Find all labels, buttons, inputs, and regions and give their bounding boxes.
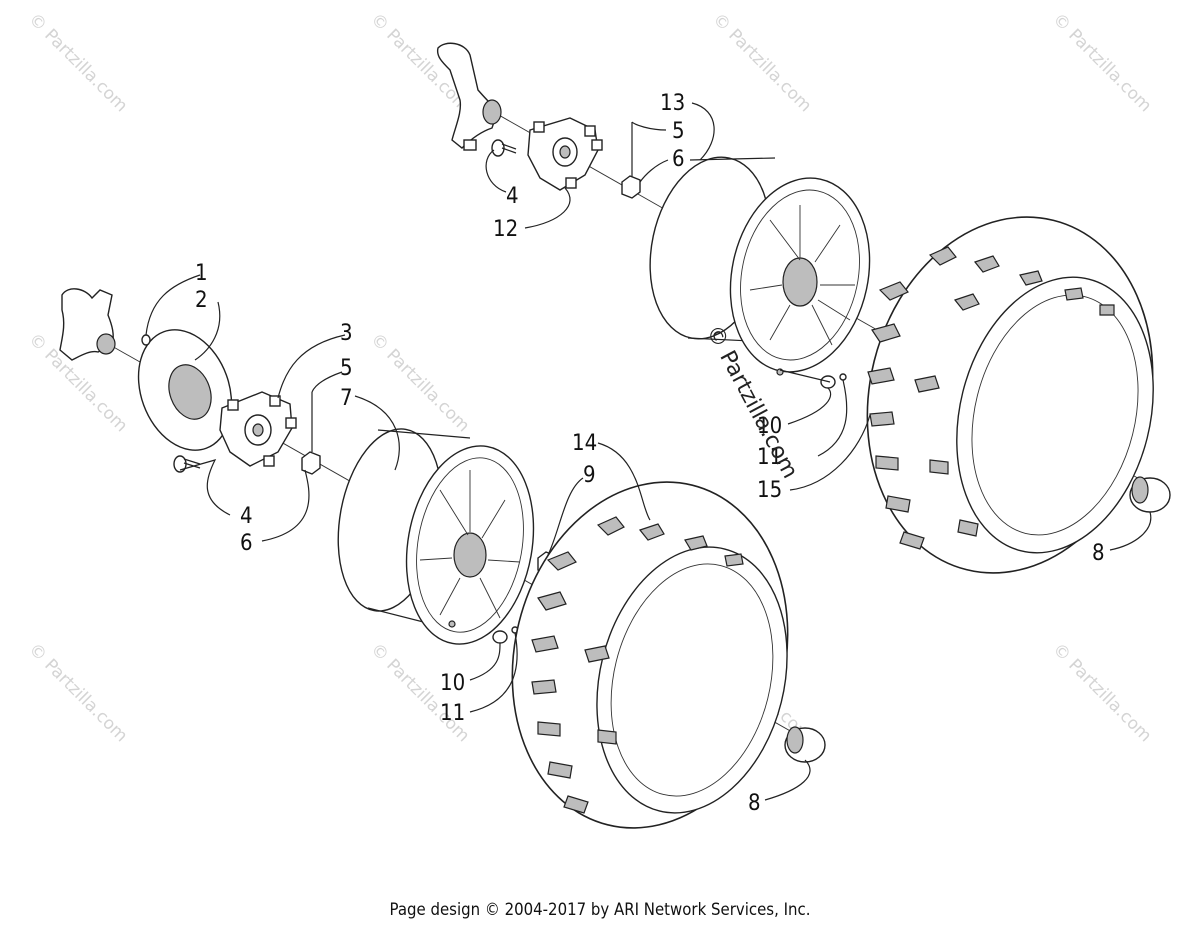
callout-5: 5: [672, 119, 685, 144]
watermark: © Partzilla.com: [1048, 9, 1155, 116]
rear-tire: [866, 216, 1154, 574]
lower-assembly: [59, 288, 826, 829]
callout-3: 3: [340, 321, 353, 346]
rear-hub: [527, 117, 603, 191]
watermark: © Partzilla.com: [24, 639, 131, 746]
callout-2: 2: [195, 288, 208, 313]
watermark: © Partzilla.com: [708, 9, 815, 116]
callout-1: 1: [195, 261, 208, 286]
callout-6: 6: [240, 531, 253, 556]
callout-9: 9: [583, 463, 596, 488]
callout-10: 10: [757, 414, 782, 439]
callout-13: 13: [660, 91, 685, 116]
callout-4: 4: [506, 184, 519, 209]
front-stud: [173, 455, 201, 473]
rear-stud: [491, 139, 517, 157]
callout-11: 11: [757, 445, 782, 470]
leader-lines: [145, 102, 1152, 801]
callout-4: 4: [240, 504, 253, 529]
footer-copyright: Page design © 2004-2017 by ARI Network S…: [389, 900, 811, 920]
rear-valve-core: [839, 373, 847, 381]
front-center-cap: [784, 726, 826, 763]
rear-axle-nut: [621, 175, 641, 199]
watermark: © Partzilla.com: [366, 329, 473, 436]
front-disc-bolt: [141, 334, 151, 346]
callout-labels: 1 2 3 5 7 4 6 13 5 6 4 12 14 9 10 11 8 1…: [195, 91, 1105, 816]
front-rim: [337, 428, 535, 645]
rear-center-cap: [1129, 476, 1171, 513]
front-valve-cap: [492, 630, 508, 644]
callout-6: 6: [672, 147, 685, 172]
front-tire: [511, 481, 789, 829]
callout-8: 8: [748, 791, 761, 816]
callout-5: 5: [340, 356, 353, 381]
watermark: © Partzilla.com: [24, 9, 131, 116]
front-brake-disc: [137, 329, 233, 451]
callout-12: 12: [493, 217, 518, 242]
callout-8: 8: [1092, 541, 1105, 566]
front-hub: [219, 391, 297, 467]
callout-7: 7: [340, 386, 353, 411]
callout-11: 11: [440, 701, 465, 726]
rear-knuckle: [436, 42, 502, 151]
front-knuckle: [59, 288, 116, 361]
front-axle-nut: [301, 451, 321, 475]
upper-assembly: [436, 42, 1171, 574]
watermark: © Partzilla.com: [1048, 639, 1155, 746]
callout-15: 15: [757, 478, 782, 503]
callout-14: 14: [572, 431, 597, 456]
callout-10: 10: [440, 671, 465, 696]
rear-rim: [649, 156, 871, 376]
